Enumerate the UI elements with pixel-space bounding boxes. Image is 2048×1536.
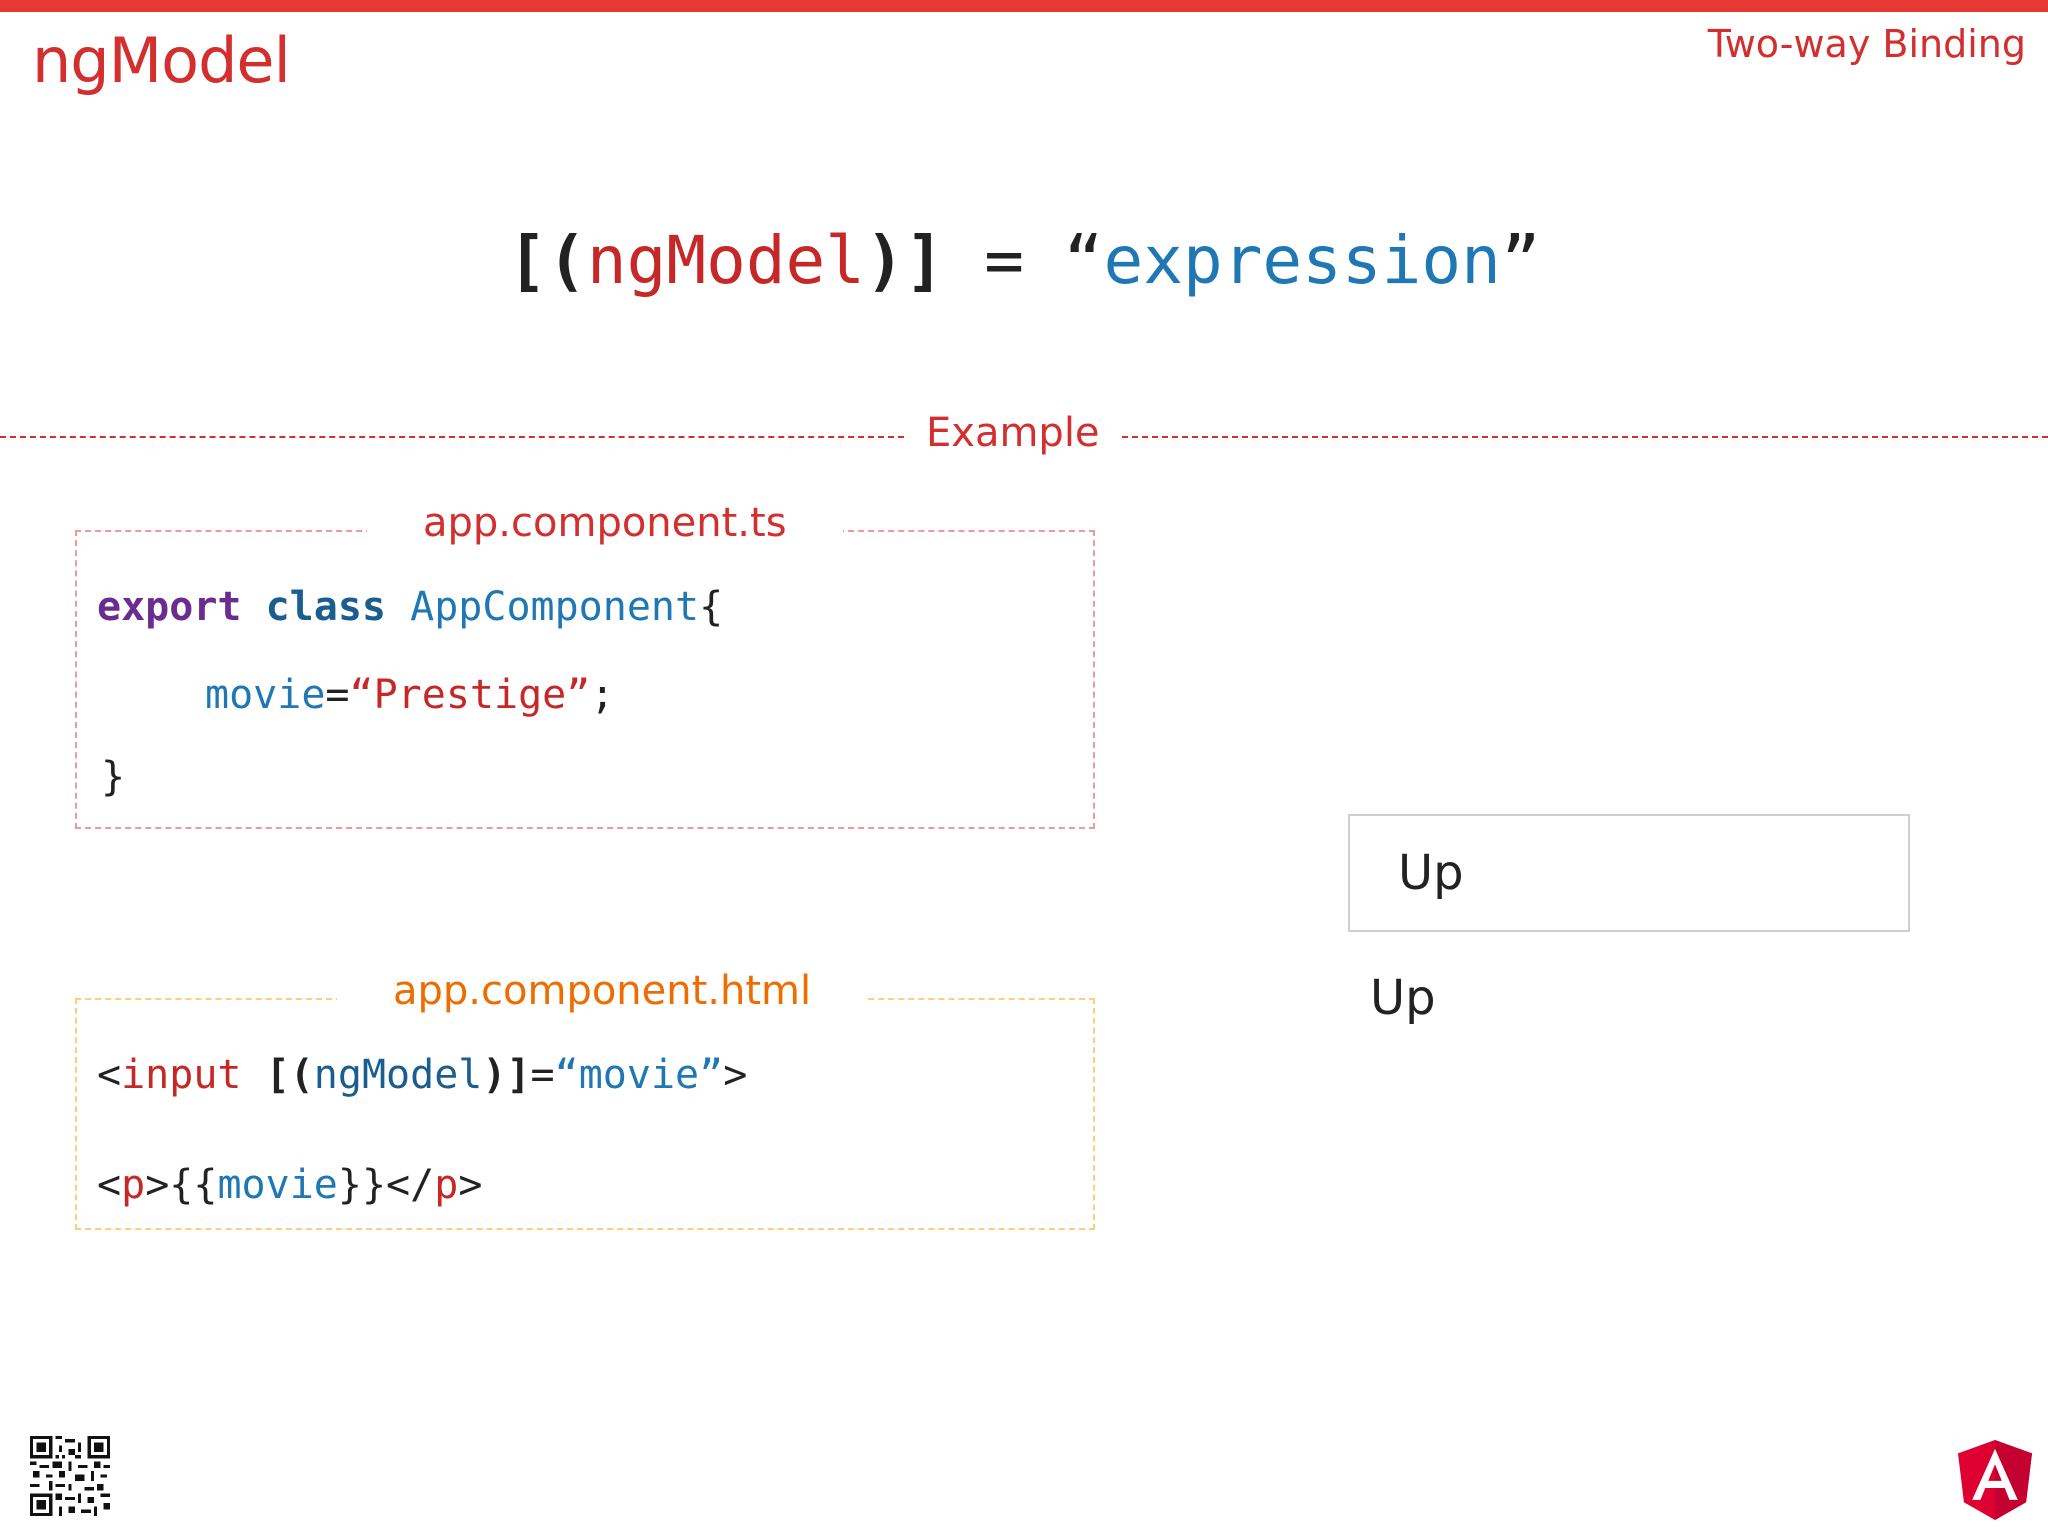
syntax-equals: = — [944, 222, 1064, 299]
html-line-2: <p>{{movie}}</p> — [97, 1162, 482, 1208]
example-label: Example — [926, 410, 1100, 456]
interp-close: }} — [337, 1162, 387, 1208]
attr-assign: = — [530, 1052, 555, 1098]
html-line-1: <input [(ngModel)]=“movie”> — [97, 1052, 747, 1098]
binding-close: )] — [482, 1052, 531, 1098]
interp-var: movie — [217, 1162, 338, 1208]
qr-code-icon — [30, 1436, 110, 1516]
syntax-directive: ngModel — [586, 222, 866, 299]
movie-paragraph: Up — [1370, 970, 1436, 1026]
syntax-quote-open: “ — [1063, 222, 1104, 299]
top-accent-bar — [0, 0, 2048, 12]
ts-filename: app.component.ts — [367, 500, 843, 546]
slide-title: ngModel — [32, 24, 291, 97]
p-close-lt: </ — [386, 1162, 435, 1208]
tag-p: p — [121, 1162, 146, 1208]
attr-value: “movie” — [554, 1052, 724, 1098]
prop-name: movie — [205, 672, 326, 718]
html-code-box: app.component.html <input [(ngModel)]=“m… — [75, 968, 1095, 1230]
syntax-expression: expression — [1103, 222, 1501, 299]
ts-code-box: app.component.ts export class AppCompone… — [75, 500, 1095, 829]
slide-subtitle: Two-way Binding — [1707, 22, 2026, 66]
divider-line-left — [0, 436, 904, 438]
syntax-open: [( — [507, 222, 587, 299]
kw-export: export — [97, 584, 242, 630]
p-open-gt: > — [145, 1162, 170, 1208]
ts-line-1: export class AppComponent{ — [97, 584, 723, 630]
interp-open: {{ — [169, 1162, 218, 1208]
lt: < — [97, 1052, 122, 1098]
prop-semicolon: ; — [590, 672, 615, 718]
prop-assign: = — [325, 672, 350, 718]
class-name: AppComponent — [410, 584, 700, 630]
syntax-close: )] — [865, 222, 945, 299]
ts-line-2: movie=“Prestige”; — [205, 672, 614, 718]
binding-open: [( — [265, 1052, 314, 1098]
tag-p-close: p — [434, 1162, 459, 1208]
gt: > — [723, 1052, 748, 1098]
divider-line-right — [1122, 436, 2048, 438]
movie-input[interactable] — [1348, 814, 1910, 932]
syntax-line: [(ngModel)] = “expression” — [0, 222, 2048, 299]
prop-value: “Prestige” — [349, 672, 591, 718]
html-filename: app.component.html — [337, 968, 868, 1014]
angular-logo-icon — [1958, 1440, 2032, 1520]
brace-open: { — [699, 584, 724, 630]
html-directive: ngModel — [313, 1052, 483, 1098]
ts-line-3: } — [101, 754, 125, 800]
kw-class: class — [265, 584, 387, 630]
syntax-quote-close: ” — [1500, 222, 1541, 299]
tag-input: input — [121, 1052, 242, 1098]
p-close-gt: > — [458, 1162, 483, 1208]
p-open-lt: < — [97, 1162, 122, 1208]
brace-close: } — [101, 754, 126, 800]
